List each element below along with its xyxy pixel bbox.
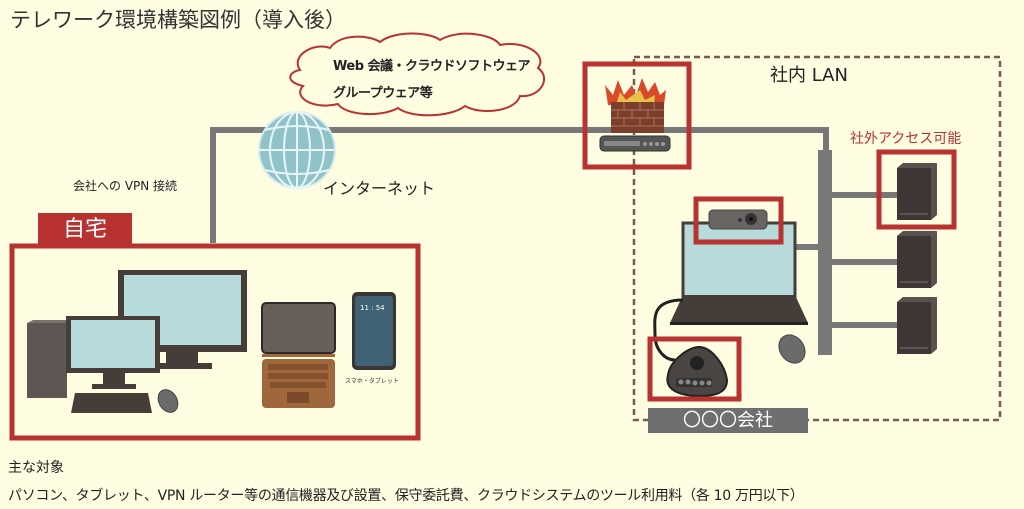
- keyboard-icon: [71, 393, 152, 413]
- footer-heading: 主な対象: [8, 460, 64, 476]
- external-access-label: 社外アクセス可能: [850, 131, 962, 147]
- lan-backbone: [818, 150, 832, 355]
- home-box: [9, 243, 421, 441]
- cloud-icon: [289, 32, 545, 117]
- webcam-icon: [708, 209, 768, 230]
- speaker-cable: [653, 298, 684, 362]
- vpn-label: 会社への VPN 接続: [73, 179, 178, 193]
- lan-boundary: [632, 55, 1002, 422]
- highlight-speaker: [647, 336, 742, 402]
- highlight-server: [876, 149, 957, 230]
- smartphone-icon: [352, 292, 396, 370]
- tablet-icon: [261, 302, 336, 408]
- globe-icon: [258, 111, 336, 189]
- firewall-icon: [599, 78, 671, 152]
- laptop-icon: [670, 221, 808, 325]
- lan-label: 社内 LAN: [770, 65, 848, 86]
- small-monitor-icon: [66, 316, 160, 389]
- phone-caption: スマホ・タブレット: [345, 378, 399, 385]
- conference-speaker-icon: [666, 345, 729, 398]
- company-label: 〇〇〇会社: [648, 408, 808, 433]
- desktop-tower-icon: [27, 320, 67, 398]
- internet-label: インターネット: [323, 179, 436, 198]
- footer-items: パソコン、タブレット、VPN ルーター等の通信機器及び設置、保守委託費、クラウド…: [8, 488, 804, 504]
- page-title: テレワーク環境構築図例（導入後）: [10, 8, 346, 32]
- server-icons: [897, 163, 937, 354]
- home-tab: 自宅: [38, 213, 132, 245]
- cloud-services-line1: Web 会議・クラウドソフトウェア: [333, 59, 531, 74]
- mouse-icon: [778, 334, 806, 364]
- home-mouse-icon: [157, 389, 179, 413]
- tablet-keyboard-keys: [268, 364, 328, 388]
- highlight-firewall: [582, 61, 692, 170]
- highlight-webcam: [693, 196, 784, 245]
- cloud-services-line2: グループウェア等: [333, 86, 433, 101]
- phone-time: 11 : 54: [360, 304, 385, 312]
- network-lines: [210, 127, 900, 328]
